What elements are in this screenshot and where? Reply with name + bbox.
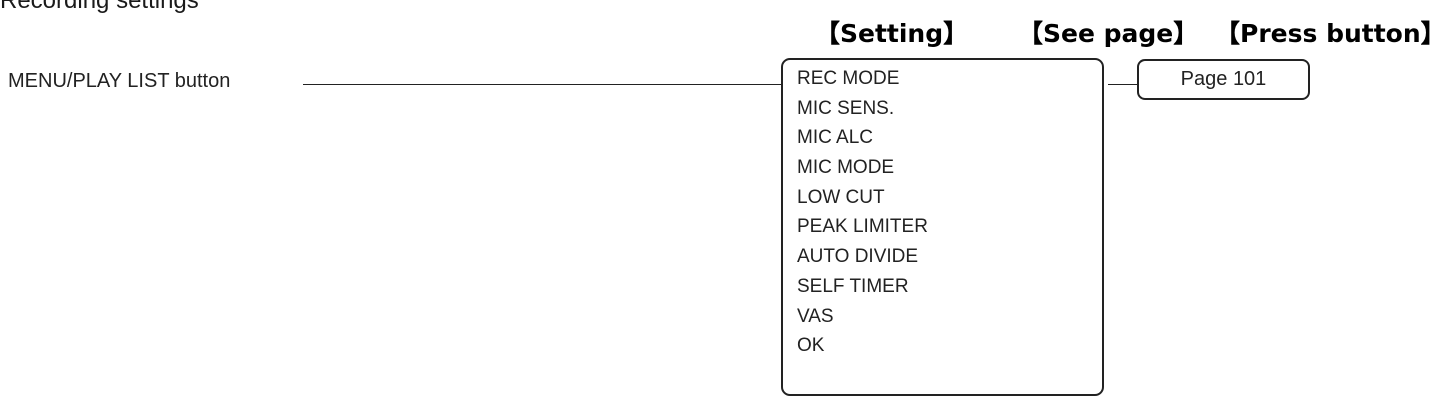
setting-item: MIC ALC (797, 127, 874, 149)
section-title: Recording settings (0, 0, 199, 14)
connector-line-page (1108, 84, 1138, 85)
settings-box: REC MODE MIC SENS. MIC ALC MIC MODE LOW … (781, 58, 1104, 396)
setting-item: OK (797, 335, 825, 357)
connector-line-source (303, 84, 782, 85)
settings-list: REC MODE MIC SENS. MIC ALC MIC MODE LOW … (797, 64, 928, 361)
menu-play-list-button-label: MENU/PLAY LIST button (8, 70, 231, 92)
setting-item: PEAK LIMITER (797, 216, 928, 238)
header-setting: 【Setting】 (815, 19, 969, 48)
setting-item: LOW CUT (797, 186, 885, 208)
page-reference-box: Page 101 (1137, 59, 1310, 100)
setting-item: SELF TIMER (797, 275, 909, 297)
setting-item: AUTO DIVIDE (797, 246, 919, 268)
setting-item: REC MODE (797, 68, 900, 89)
setting-item: VAS (797, 305, 834, 327)
setting-item: MIC SENS. (797, 97, 895, 119)
header-see-page: 【See page】 (1018, 19, 1199, 48)
header-press-button: 【Press button】 (1215, 19, 1437, 48)
setting-item: MIC MODE (797, 157, 895, 179)
